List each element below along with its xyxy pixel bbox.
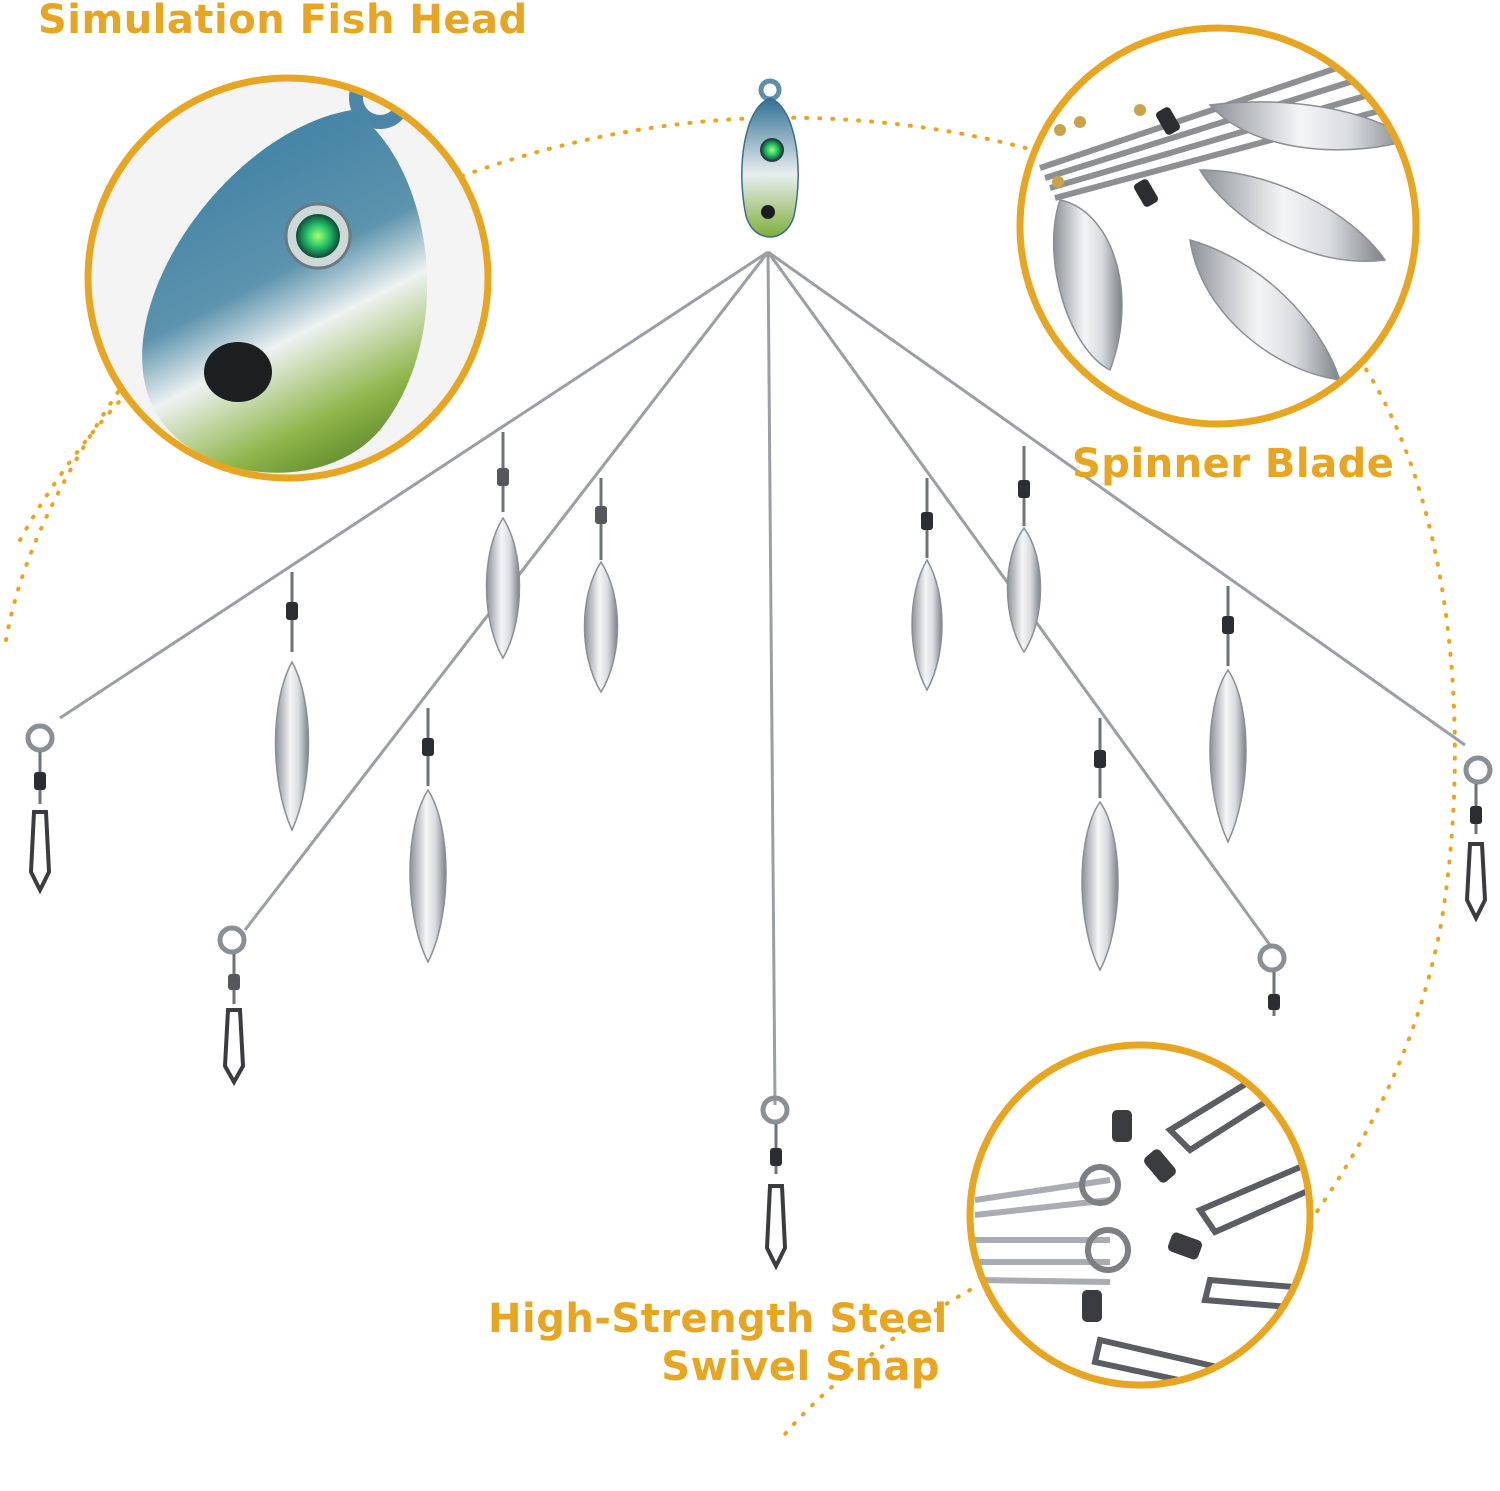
end-rings — [25, 723, 1493, 1125]
fish-head-callout — [88, 78, 488, 478]
spinner-blades — [274, 432, 1247, 972]
swivel-snap-callout — [970, 1045, 1310, 1385]
swivel-snap-label-line2: Swivel Snap — [661, 1344, 940, 1390]
fish-head-callout-ring — [84, 74, 492, 482]
fish-head-label: Simulation Fish Head — [38, 0, 528, 43]
swivel-snap-label-line1: High-Strength Steel — [488, 1296, 948, 1342]
spinner-blade-label: Spinner Blade — [1072, 441, 1395, 487]
spinner-blade-callout — [1020, 28, 1416, 424]
spinner-blade-callout-ring — [1016, 24, 1420, 428]
swivel-snap-callout-ring — [966, 1041, 1314, 1389]
end-swivel-snaps — [28, 752, 1488, 1271]
rig-fish-head — [741, 78, 799, 238]
dotted-guide-left — [4, 390, 120, 642]
swivel-snap-label: High-Strength Steel Swivel Snap — [488, 1295, 948, 1391]
